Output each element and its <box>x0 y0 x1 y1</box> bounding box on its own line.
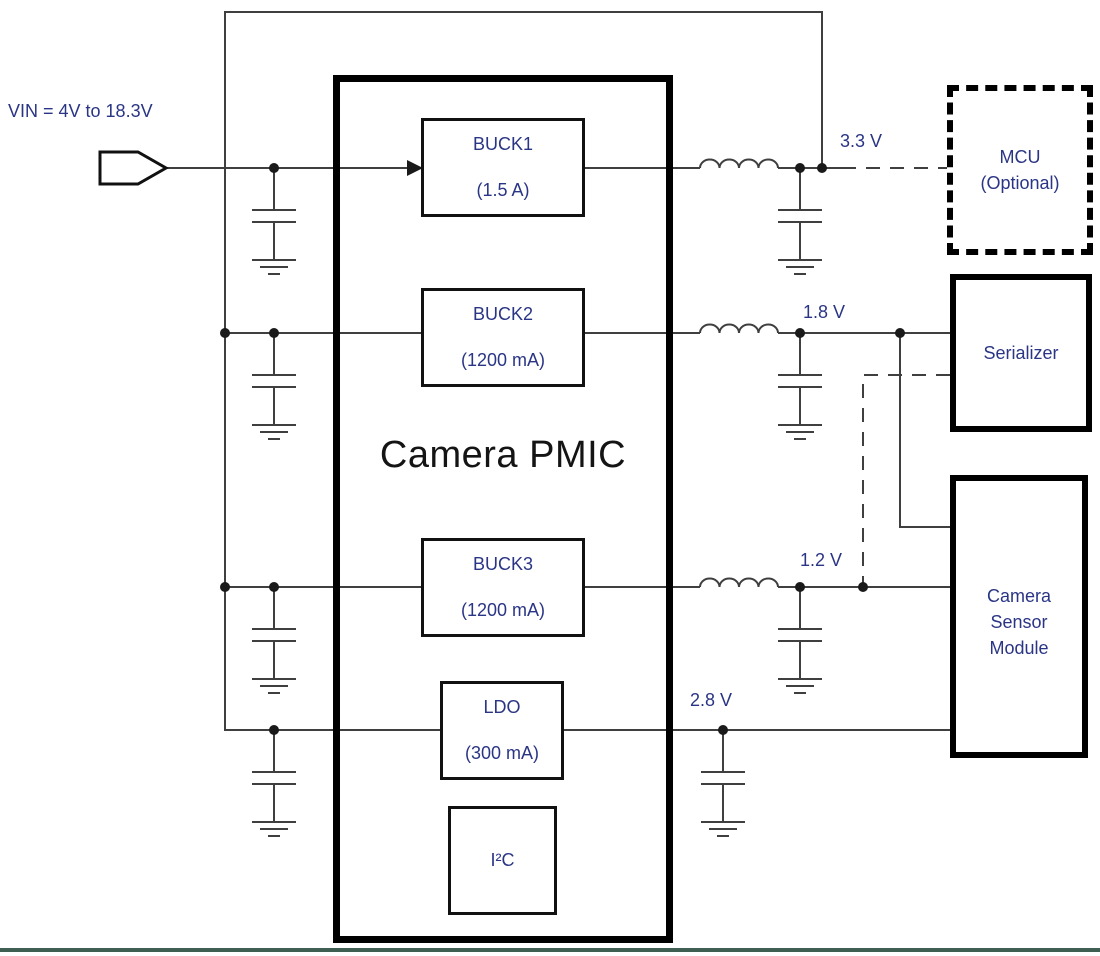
footer-divider-bar <box>0 948 1100 952</box>
ldo-label: LDO <box>483 697 521 717</box>
wire-33v-feedback-rail <box>224 11 823 731</box>
rail-label-1v2: 1.2 V <box>800 550 843 570</box>
serializer-block: Serializer <box>950 274 1092 432</box>
i2c-label: I²C <box>490 850 515 870</box>
wires-solid <box>166 11 950 731</box>
camera-sensor-module-block: Camera Sensor Module <box>950 475 1088 758</box>
buck2-rating: (1200 mA) <box>460 350 546 370</box>
camera-module-label-line1: Camera <box>986 586 1052 606</box>
buck2-label: BUCK2 <box>472 304 534 324</box>
wire-serializer-12v-dashed <box>862 374 950 585</box>
buck1-rating: (1.5 A) <box>476 180 530 200</box>
camera-pmic-outline <box>333 75 673 943</box>
buck3-block: BUCK3 (1200 mA) <box>421 538 585 637</box>
buck1-label: BUCK1 <box>472 134 534 154</box>
wire-18v-to-camera <box>899 333 950 528</box>
buck1-block: BUCK1 (1.5 A) <box>421 118 585 217</box>
ldo-block: LDO (300 mA) <box>440 681 564 780</box>
cap-ldo-in <box>251 729 297 837</box>
vin-connector-symbol <box>98 150 170 186</box>
inductors <box>699 158 779 588</box>
arrowhead-buck1-input <box>407 160 423 176</box>
camera-module-label-line3: Module <box>989 638 1049 659</box>
inductor-buck2 <box>699 323 779 334</box>
rail-label-1v8: 1.8 V <box>803 302 846 322</box>
cap-33v-out <box>777 167 823 275</box>
buck3-label: BUCK3 <box>472 554 534 574</box>
camera-pmic-title: Camera PMIC <box>379 434 627 476</box>
rail-label-3v3: 3.3 V <box>840 131 883 151</box>
cap-18v-out <box>777 332 823 440</box>
serializer-label: Serializer <box>983 342 1059 363</box>
mcu-label: MCU <box>999 146 1041 167</box>
inductor-buck3 <box>699 577 779 588</box>
cap-buck3-in <box>251 586 297 694</box>
mcu-optional-label: (Optional) <box>980 173 1060 193</box>
inductor-buck1 <box>699 158 779 169</box>
buck2-block: BUCK2 (1200 mA) <box>421 288 585 387</box>
vin-range-label: VIN = 4V to 18.3V <box>8 101 153 121</box>
cap-12v-out <box>777 586 823 694</box>
i2c-block: I²C <box>448 806 557 915</box>
buck3-rating: (1200 mA) <box>460 600 546 620</box>
wires-dashed-optional <box>842 167 950 585</box>
rail-label-2v8: 2.8 V <box>690 690 733 710</box>
junction-dots <box>220 163 905 735</box>
mcu-block: MCU (Optional) <box>947 85 1093 255</box>
cap-buck2-in <box>251 332 297 440</box>
cap-vin <box>251 167 297 275</box>
cap-28v-out <box>700 729 746 837</box>
ldo-rating: (300 mA) <box>464 743 540 763</box>
camera-module-label-line2: Sensor <box>990 612 1048 633</box>
